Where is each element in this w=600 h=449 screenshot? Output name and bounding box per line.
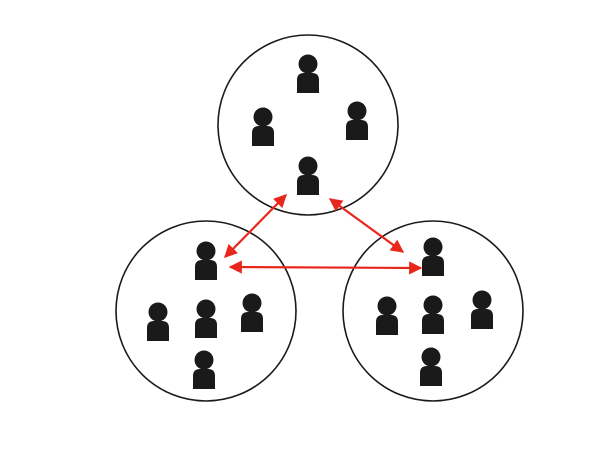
group-top-circle xyxy=(217,34,399,216)
person-head xyxy=(421,347,441,367)
person-body xyxy=(252,126,274,146)
person-icon xyxy=(195,299,217,338)
person-icon xyxy=(297,156,319,195)
person-head xyxy=(196,299,216,319)
person-icon xyxy=(420,347,442,386)
person-icon xyxy=(193,350,215,389)
person-body xyxy=(420,366,442,386)
double-arrow-group-top-group-right xyxy=(328,198,405,253)
group-right-circle xyxy=(342,220,524,402)
person-head xyxy=(194,350,214,370)
person-head xyxy=(423,295,443,315)
person-icon xyxy=(195,241,217,280)
group-right-members xyxy=(376,237,493,386)
person-body xyxy=(422,314,444,334)
person-body xyxy=(422,256,444,276)
person-head xyxy=(377,296,397,316)
person-body xyxy=(195,260,217,280)
person-body xyxy=(471,309,493,329)
person-icon xyxy=(297,54,319,93)
double-arrow-group-top-group-left xyxy=(224,194,287,258)
person-head xyxy=(423,237,443,257)
person-body xyxy=(241,312,263,332)
person-icon xyxy=(376,296,398,335)
person-body xyxy=(297,175,319,195)
person-icon xyxy=(241,293,263,332)
person-icon xyxy=(346,101,368,140)
group-left-circle xyxy=(115,220,297,402)
group-left-members xyxy=(147,241,263,389)
person-body xyxy=(147,321,169,341)
person-body xyxy=(195,318,217,338)
person-icon xyxy=(422,237,444,276)
person-head xyxy=(298,54,318,74)
person-head xyxy=(196,241,216,261)
person-icon xyxy=(147,302,169,341)
person-body xyxy=(346,120,368,140)
person-icon xyxy=(471,290,493,329)
double-arrow-group-left-group-right xyxy=(228,260,423,275)
person-head xyxy=(347,101,367,121)
person-head xyxy=(298,156,318,176)
person-head xyxy=(242,293,262,313)
group-top-members xyxy=(252,54,368,195)
person-body xyxy=(376,315,398,335)
person-body xyxy=(297,73,319,93)
person-head xyxy=(253,107,273,127)
person-head xyxy=(472,290,492,310)
person-icon xyxy=(252,107,274,146)
person-head xyxy=(148,302,168,322)
person-icon xyxy=(422,295,444,334)
person-body xyxy=(193,369,215,389)
